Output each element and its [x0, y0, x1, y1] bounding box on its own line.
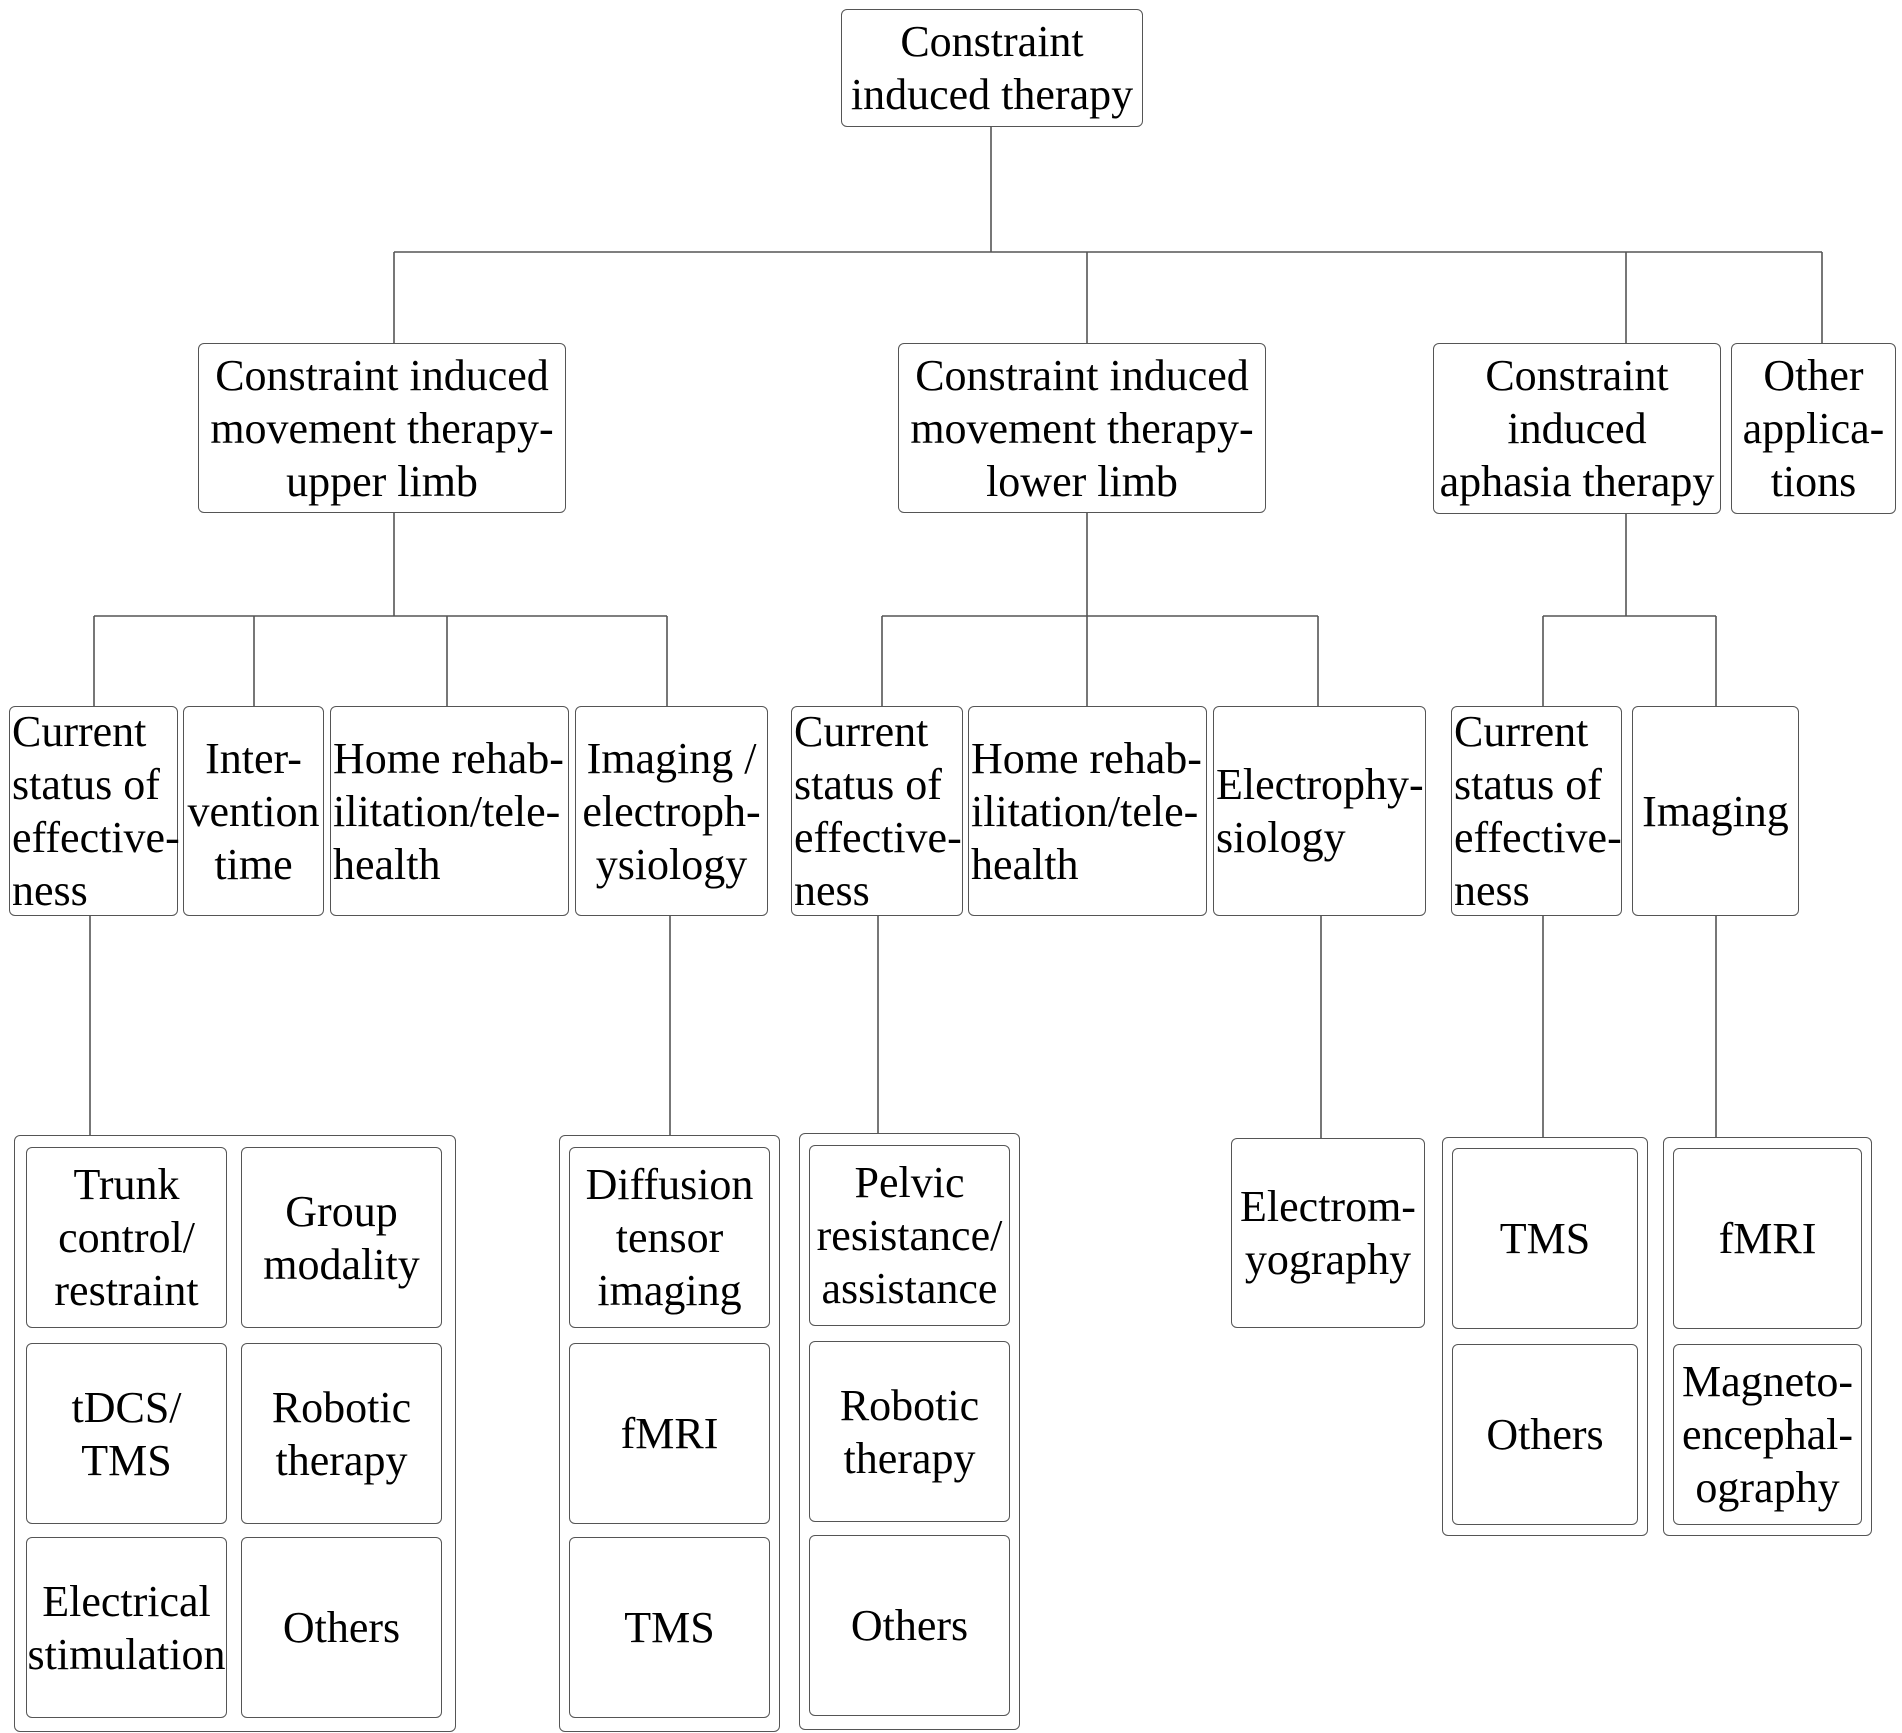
leaf-robotic-therapy: Robotic therapy: [241, 1343, 442, 1524]
node-label: Electrical stimulation: [27, 1576, 226, 1679]
node-label: TMS: [624, 1603, 715, 1652]
node-label: Home rehab- ilitation/tele- health: [333, 733, 564, 889]
node-label: Others: [282, 1603, 401, 1652]
node-lower-home-rehab: Home rehab- ilitation/tele- health: [968, 706, 1207, 916]
leaf-magnetoencephalography: Magneto- encephal- ography: [1673, 1344, 1862, 1525]
leaf-group-modality: Group modality: [241, 1147, 442, 1328]
node-label: Other applica- tions: [1742, 351, 1885, 506]
node-cimt-upper-limb: Constraint induced movement therapy- upp…: [198, 343, 566, 513]
node-aphasia-current-status: Current status of effective- ness: [1451, 706, 1622, 916]
leaf-electrical-stimulation: Electrical stimulation: [26, 1537, 227, 1718]
node-aphasia-imaging: Imaging: [1632, 706, 1799, 916]
node-upper-intervention-time: Inter- vention time: [183, 706, 324, 916]
node-label: Current status of effective- ness: [794, 707, 962, 915]
leaf-upper-fmri: fMRI: [569, 1343, 770, 1524]
node-label: Electrom- yography: [1240, 1182, 1416, 1284]
node-label: tDCS/ TMS: [71, 1382, 182, 1485]
node-label: Robotic therapy: [839, 1380, 980, 1483]
node-upper-imaging-electrophysiology: Imaging / electroph- ysiology: [575, 706, 768, 916]
root-node-constraint-induced-therapy: Constraint induced therapy: [841, 9, 1143, 127]
node-label: TMS: [1499, 1214, 1591, 1263]
node-label: Others: [1486, 1410, 1604, 1459]
leaf-pelvic-resistance-assistance: Pelvic resistance/ assistance: [809, 1145, 1010, 1326]
node-upper-home-rehab: Home rehab- ilitation/tele- health: [330, 706, 569, 916]
node-lower-electrophysiology: Electrophy- siology: [1213, 706, 1426, 916]
leaf-aphasia-others: Others: [1452, 1344, 1638, 1525]
node-label: Group modality: [263, 1186, 420, 1289]
node-label: Robotic therapy: [271, 1382, 412, 1485]
node-label: Current status of effective- ness: [12, 707, 180, 915]
group-lower-status-items: [799, 1133, 1020, 1730]
node-label: Imaging / electroph- ysiology: [582, 733, 761, 889]
group-aphasia-status-items: [1442, 1137, 1648, 1536]
node-ciat: Constraint induced aphasia therapy: [1433, 343, 1721, 514]
leaf-lower-robotic-therapy: Robotic therapy: [809, 1341, 1010, 1522]
node-other-applications: Other applica- tions: [1731, 343, 1896, 514]
node-label: Magneto- encephal- ography: [1681, 1357, 1854, 1512]
node-label: Electrophy- siology: [1216, 760, 1424, 862]
node-label: fMRI: [1718, 1214, 1817, 1263]
node-cimt-lower-limb: Constraint induced movement therapy- low…: [898, 343, 1266, 513]
node-label: Inter- vention time: [187, 733, 320, 889]
leaf-electromyography: Electrom- yography: [1231, 1138, 1425, 1328]
node-label: Constraint induced therapy: [850, 17, 1134, 119]
node-label: Constraint induced movement therapy- low…: [910, 350, 1254, 506]
node-label: Current status of effective- ness: [1454, 707, 1622, 915]
leaf-upper-others: Others: [241, 1537, 442, 1718]
node-label: Trunk control/ restraint: [54, 1160, 199, 1315]
group-upper-imaging-items: [559, 1135, 780, 1732]
group-upper-status-items: [14, 1135, 456, 1732]
node-label: Constraint induced movement therapy- upp…: [210, 350, 554, 506]
leaf-aphasia-tms: TMS: [1452, 1148, 1638, 1329]
node-label: Imaging: [1642, 786, 1789, 836]
node-upper-current-status: Current status of effective- ness: [9, 706, 180, 916]
leaf-trunk-control-restraint: Trunk control/ restraint: [26, 1147, 227, 1328]
leaf-aphasia-fmri: fMRI: [1673, 1148, 1862, 1329]
node-label: Constraint induced aphasia therapy: [1439, 351, 1715, 506]
node-lower-current-status: Current status of effective- ness: [791, 706, 963, 916]
leaf-upper-tms: TMS: [569, 1537, 770, 1718]
group-aphasia-imaging-items: [1663, 1137, 1872, 1536]
node-label: Others: [850, 1601, 969, 1650]
leaf-diffusion-tensor-imaging: Diffusion tensor imaging: [569, 1147, 770, 1328]
node-label: fMRI: [620, 1409, 719, 1458]
node-label: Pelvic resistance/ assistance: [816, 1158, 1003, 1313]
leaf-tdcs-tms: tDCS/ TMS: [26, 1343, 227, 1524]
node-label: Diffusion tensor imaging: [585, 1160, 754, 1315]
leaf-lower-others: Others: [809, 1535, 1010, 1716]
node-label: Home rehab- ilitation/tele- health: [971, 733, 1202, 889]
